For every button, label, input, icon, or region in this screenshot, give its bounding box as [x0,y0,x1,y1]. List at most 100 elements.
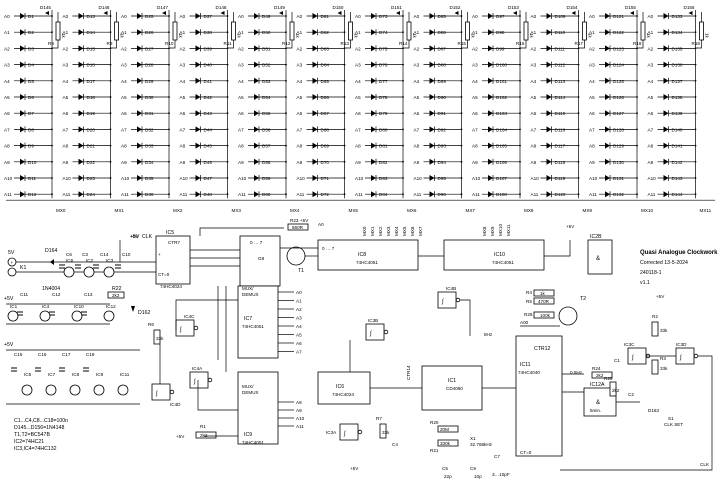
anode-label: A7 [355,127,361,132]
anode-label: A10 [4,176,13,181]
led-label: D79 [379,111,388,116]
anode-label: A4 [238,79,244,84]
led-label: D92 [438,127,447,132]
diode-icon [45,11,49,15]
led-label: D9 [28,144,34,149]
resistor-icon [406,21,412,41]
svg-text:MX0: MX0 [362,226,367,236]
svg-text:CT=0: CT=0 [158,272,170,277]
anode-label: A1 [238,30,244,35]
led-icon [312,61,318,68]
led-label: D3 [28,46,34,51]
svg-text:R3: R3 [660,356,666,361]
mux-label: MX7 [466,208,476,213]
led-icon [137,142,142,149]
led-label: D110 [555,30,566,35]
led-label: D19 [87,111,96,116]
led-icon [663,29,669,36]
mux-label: MX11 [700,208,712,213]
svg-text:1k: 1k [540,291,546,296]
cap-label: C6 [66,252,72,257]
led-icon [605,13,610,19]
led-label: D80 [379,127,388,132]
svg-text:∫: ∫ [193,378,196,385]
resistor-icon [465,21,470,41]
led-icon [312,94,318,100]
led-label: D117 [555,144,566,149]
led-icon [605,94,610,100]
led-label: D134 [672,30,683,35]
part-label: 0.5Hz [570,370,583,375]
svg-text:2k2: 2k2 [200,433,208,438]
led-icon [429,110,435,117]
led-label: D25 [145,14,154,19]
svg-text:MX8: MX8 [482,226,487,236]
led-label: D27 [145,46,154,51]
ic-label: IC10 [74,304,84,309]
resistor-value: 1k [529,33,534,39]
ic4a-gate: ∫ [189,371,213,389]
svg-text:IC3C: IC3C [624,342,635,347]
led-icon [488,175,493,181]
led-icon [429,77,435,84]
note-line: IC3,IC4=74HC132 [14,446,57,452]
mux-label: MX3 [232,208,242,213]
led-icon [195,142,201,149]
anode-label: A7 [589,127,595,132]
led-label: D74 [379,30,388,35]
led-icon [312,142,318,149]
svg-text:MX2: MX2 [378,226,383,236]
svg-text:IC4A: IC4A [192,366,203,371]
led-label: D6 [28,95,34,100]
anode-label: A11 [180,192,188,197]
led-icon [429,175,435,181]
svg-text:&: & [596,256,600,262]
anode-label: A3 [531,63,537,68]
resistor-icon [582,21,587,41]
led-icon [254,94,259,100]
led-icon [195,175,201,181]
diode-icon [279,11,283,15]
led-icon [254,126,259,133]
led-label: D20 [87,127,96,132]
part-label: S1 [668,416,674,421]
anode-label: A10 [180,176,189,181]
led-label: D139 [672,111,683,116]
led-label: D122 [613,30,624,35]
led-label: D88 [438,63,447,68]
supply-label: +5V [130,234,140,240]
svg-text:DEMUX: DEMUX [242,390,259,395]
led-label: D144 [672,192,683,197]
resistor-icon [114,21,119,41]
led-icon [429,29,435,36]
led-label: D89 [438,79,447,84]
svg-text:2k2: 2k2 [612,388,620,393]
anode-label: A4 [355,79,361,84]
supply-label: +5V [4,342,14,348]
svg-text:74HC4024: 74HC4024 [332,392,354,397]
anode-label: A9 [414,160,420,165]
led-label: D50 [262,30,271,35]
cap-label: C17 [62,352,71,357]
anode-label: A5 [355,95,361,100]
led-label: D64 [321,63,330,68]
svg-text:IC3D: IC3D [676,342,687,347]
diode-label: D150 [333,5,344,10]
led-icon [78,45,84,52]
led-label: D93 [438,144,447,149]
resistor-value: 1k [471,33,476,39]
led-icon [371,110,376,117]
anode-label: A9 [648,160,654,165]
svg-text:74HC4040: 74HC4040 [518,370,540,375]
anode-label: A2 [414,46,420,51]
led-label: D71 [321,176,330,181]
led-icon [371,61,376,68]
led-label: D48 [204,192,213,197]
svg-text:33k: 33k [660,366,668,371]
led-icon [371,77,376,84]
led-icon [20,126,25,133]
led-label: D34 [145,160,154,165]
resistor-label: R22 [112,286,122,292]
part-label: CLK [700,462,710,467]
